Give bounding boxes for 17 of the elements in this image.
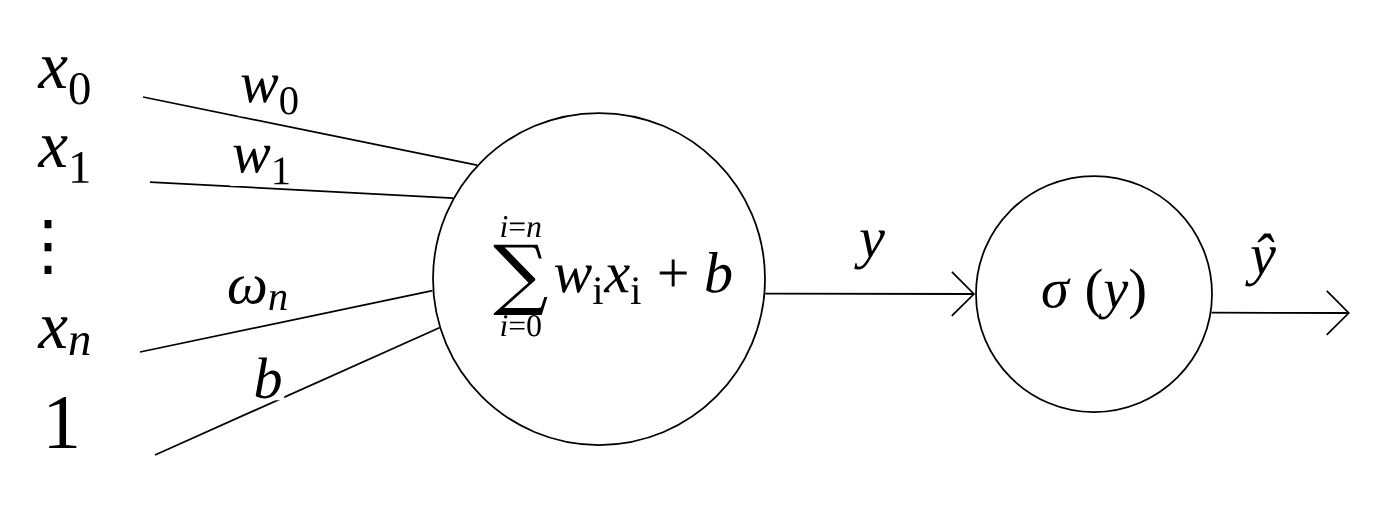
arrow (764, 271, 976, 317)
connector-line (149, 181, 454, 199)
arrow (1210, 290, 1350, 336)
edge-label: ŷ (1245, 231, 1278, 289)
connector-line (139, 289, 434, 353)
connector-line (142, 96, 478, 167)
connector-line (154, 326, 441, 456)
edge-label: w$_{1}$ (230, 144, 294, 186)
edge-label: w$_{0}$ (238, 73, 302, 117)
input-variable: x$_{n}$ (37, 317, 90, 355)
edge-label: b (251, 355, 285, 401)
edge-label: ω$_{n}$ (225, 274, 291, 312)
vertical-ellipsis: ⋮ (44, 220, 52, 274)
input-variable: 1 (49, 396, 77, 448)
input-variable: x$_{0}$ (37, 57, 90, 105)
edge-label: y (854, 228, 887, 272)
input-variable: x$_{1}$ (37, 136, 89, 183)
